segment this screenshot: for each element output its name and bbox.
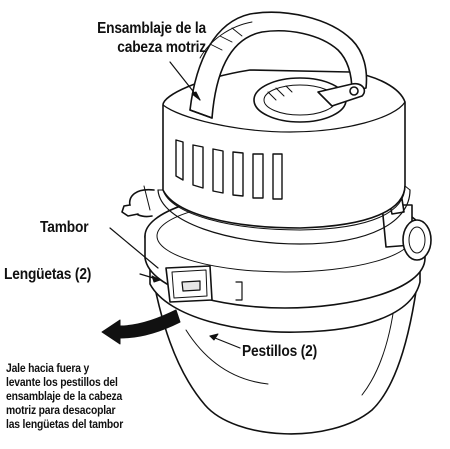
power-switch — [253, 77, 366, 123]
head-assembly-label-line2: cabeza motriz — [117, 39, 206, 56]
instruction-line: motriz para desacoplar — [6, 405, 116, 417]
instruction-line: levante los pestillos del — [6, 377, 118, 389]
tabs-label: Lengüetas (2) — [4, 266, 92, 283]
instruction-text: Jale hacia fuera y levante los pestillos… — [6, 362, 123, 432]
drum-side-clip-left — [121, 185, 155, 218]
vent-slots — [175, 139, 283, 200]
head-assembly-label-line1: Ensamblaje de la — [97, 20, 206, 37]
carry-handle — [189, 11, 368, 119]
drum-label: Tambor — [40, 219, 89, 236]
instruction-line: Jale hacia fuera y — [6, 363, 90, 375]
latch-tab — [165, 265, 243, 303]
instruction-line: las lengüetas del tambor — [6, 419, 124, 431]
pointer-arrowheads — [151, 91, 219, 341]
instruction-line: ensamblaje de la cabeza — [6, 391, 123, 403]
curved-arrow-left-icon — [101, 309, 181, 345]
head-assembly-label: Ensamblaje de la cabeza motriz — [37, 19, 206, 57]
latches-label: Pestillos (2) — [242, 343, 318, 360]
